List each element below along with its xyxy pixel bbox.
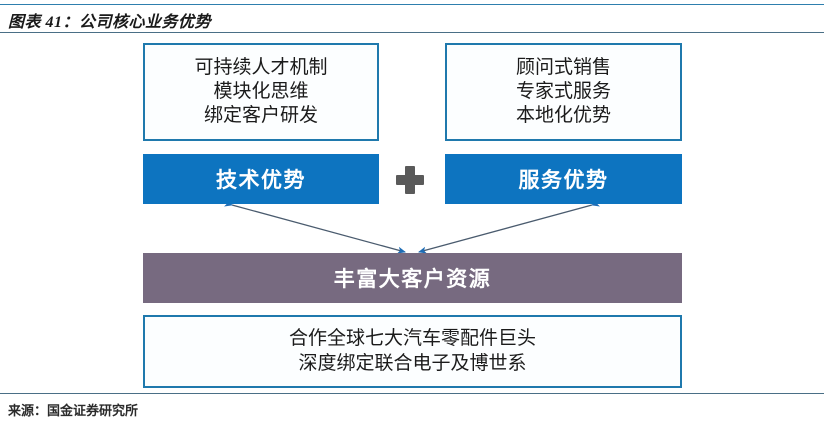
node-partners: 合作全球七大汽车零配件巨头 深度绑定联合电子及博世系 [143,315,682,388]
node-tech-factors: 可持续人才机制 模块化思维 绑定客户研发 [143,43,379,141]
top-divider [0,4,824,5]
plus-icon [396,166,424,194]
connector-tech-to-customer [224,199,407,254]
node-service-factors: 顾问式销售 专家式服务 本地化优势 [445,43,682,141]
node-service-advantage: 服务优势 [445,154,682,204]
figure-source: 来源：国金证券研究所 [8,403,139,418]
node-tech-advantage: 技术优势 [143,154,379,204]
figure-title: 图表 41：公司核心业务优势 [8,14,212,31]
title-divider [0,32,824,33]
footer-divider [0,393,824,394]
connector-service-to-customer [417,199,600,254]
node-customer-resource: 丰富大客户资源 [143,253,682,303]
diagram-canvas: customer resource --> customer resource … [0,33,824,393]
